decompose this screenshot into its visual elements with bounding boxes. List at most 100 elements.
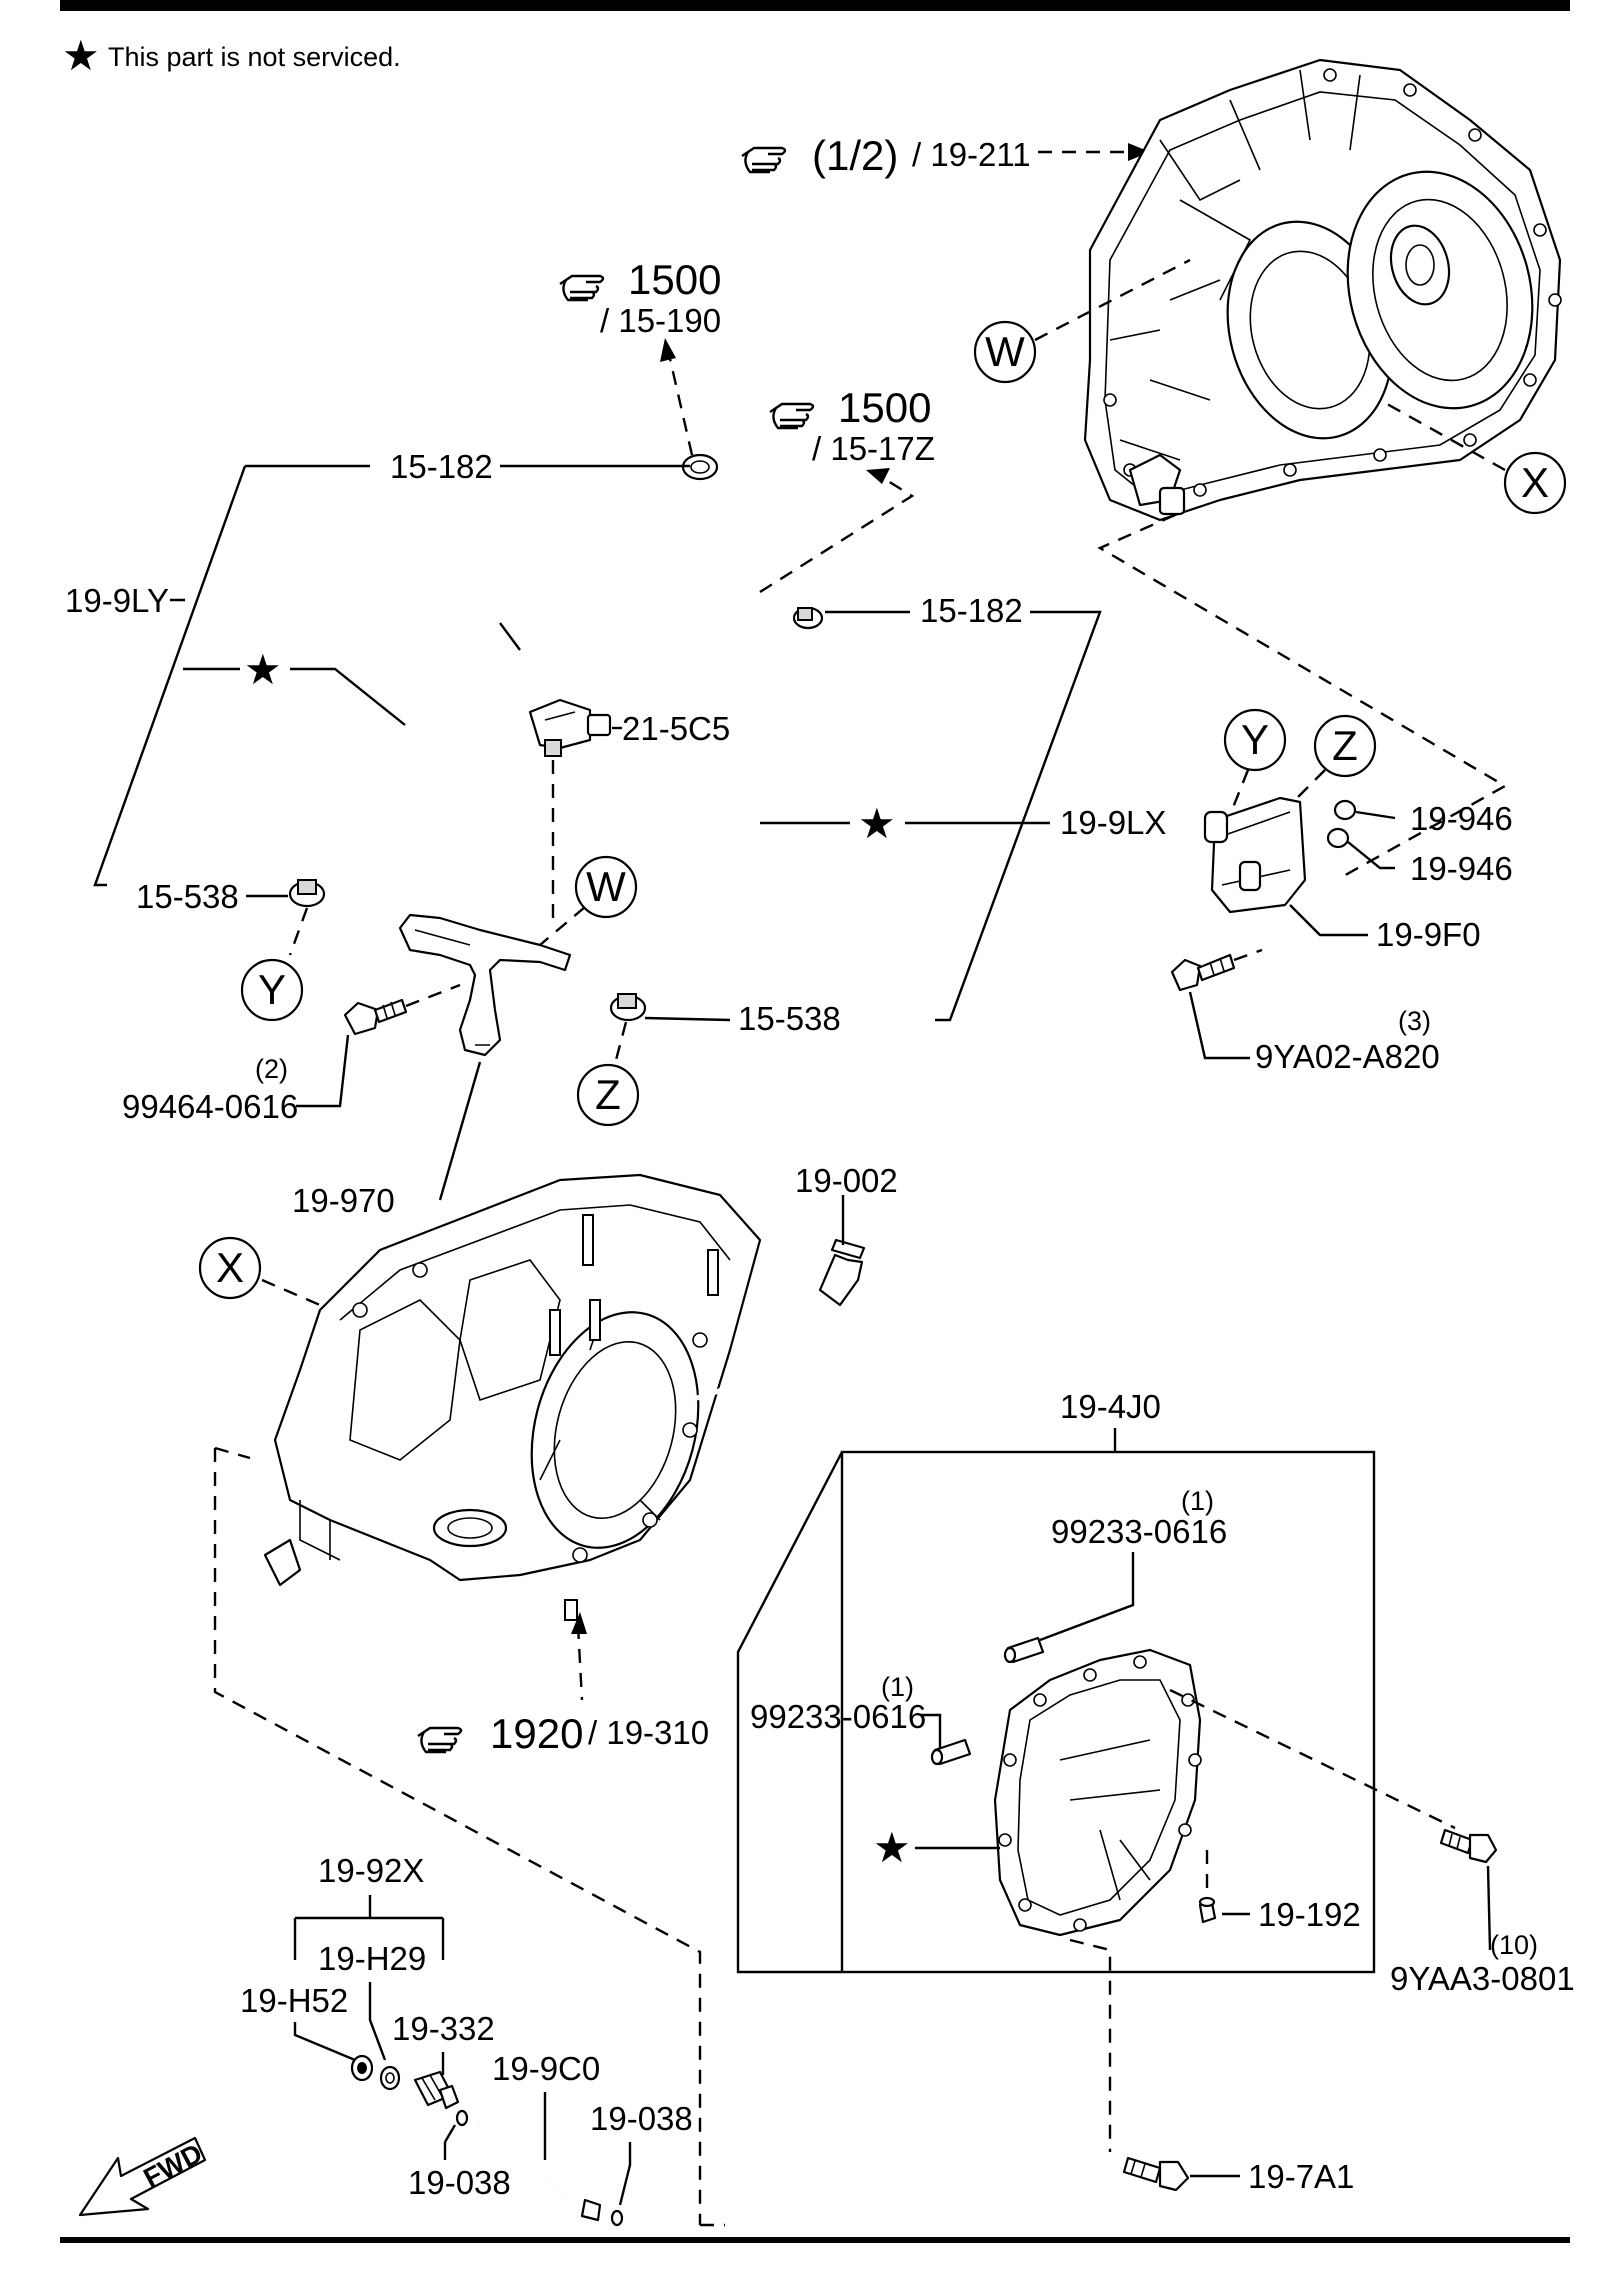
case-bolt-holes-lower (352, 1262, 708, 1563)
label-19-92x: 19-92X (318, 1852, 424, 1889)
reference-19-310[interactable]: 1920 / 19-310 (417, 1710, 709, 1757)
label-21-5c5: 21-5C5 (622, 710, 730, 747)
hose-19-9ly[interactable] (301, 459, 723, 891)
hose-19-9lx[interactable] (634, 617, 864, 996)
plug-19-192[interactable] (1198, 1896, 1217, 1924)
o-ring-19-946-b[interactable] (1326, 827, 1350, 849)
qty-9ya02: (3) (1398, 1006, 1431, 1036)
pointing-hand-icon (741, 146, 787, 174)
svg-text:W: W (985, 328, 1025, 375)
nut-19-h52[interactable] (350, 2054, 374, 2082)
svg-text:Y: Y (1241, 716, 1269, 763)
bracket-19-970[interactable] (398, 913, 572, 1057)
o-ring-19-038-b[interactable] (610, 2209, 624, 2227)
bolt-99464-0616[interactable] (343, 998, 408, 1036)
svg-text:Z: Z (1332, 722, 1358, 769)
sensor-21-5c5[interactable] (528, 698, 612, 757)
label-19-9lx: 19-9LX (1060, 804, 1166, 841)
label-99464-0616: 99464-0616 (122, 1088, 298, 1125)
label-19-038-b: 19-038 (590, 2100, 693, 2137)
label-19-9c0: 19-9C0 (492, 2050, 600, 2087)
hose-clamp-15-538-left[interactable] (288, 879, 326, 908)
case-bolt-holes (1103, 68, 1562, 497)
label-9yaa3-0801: 9YAA3-0801 (1390, 1960, 1575, 1997)
circle-x-upper[interactable]: X (1503, 451, 1567, 515)
hose-clamp-15-538-middle[interactable] (609, 993, 647, 1022)
qty-99233-b: (1) (881, 1672, 914, 1702)
circle-x-lower[interactable]: X (198, 1236, 262, 1300)
svg-text:(1/2): (1/2) (812, 132, 898, 179)
label-9ya02-a820: 9YA02-A820 (1255, 1038, 1440, 1075)
star-icon: ★ (62, 32, 100, 79)
sensor-19-332[interactable] (413, 2070, 460, 2110)
not-serviced-note: This part is not serviced. (108, 42, 401, 72)
label-19-946-a: 19-946 (1410, 800, 1513, 837)
transaxle-case-lower[interactable] (263, 1173, 762, 1621)
fwd-arrow-icon: FWD (78, 2136, 207, 2217)
circle-y-left[interactable]: Y (240, 958, 304, 1022)
label-19-038-a: 19-038 (408, 2164, 511, 2201)
label-19-192: 19-192 (1258, 1896, 1361, 1933)
qty-99233-a: (1) (1181, 1486, 1214, 1516)
circle-y-right[interactable]: Y (1223, 708, 1287, 772)
svg-text:/ 15-17Z: / 15-17Z (812, 430, 935, 467)
bolt-9yaa3-0801[interactable] (1439, 1828, 1498, 1864)
o-ring-19-946-a[interactable] (1333, 799, 1357, 821)
circle-w-upper[interactable]: W (973, 320, 1037, 384)
case-studs (549, 1214, 719, 1621)
dowel-pin-99233-0616-a[interactable] (1003, 1636, 1045, 1664)
star-icon: ★ (873, 1824, 911, 1871)
reference-15-17z[interactable]: 1500 / 15-17Z (769, 384, 935, 467)
pointing-hand-icon (417, 1726, 463, 1754)
transaxle-case-upper[interactable] (1083, 58, 1562, 522)
label-19-946-b: 19-946 (1410, 850, 1513, 887)
pointing-hand-icon (559, 274, 605, 302)
svg-text:1500: 1500 (628, 256, 721, 303)
label-15-538-middle: 15-538 (738, 1000, 841, 1037)
star-icon: ★ (244, 646, 282, 693)
label-15-182-middle: 15-182 (920, 592, 1023, 629)
hose-clamp-15-182-middle[interactable] (792, 606, 824, 630)
panel-19-4j0 (840, 1450, 1376, 1974)
reference-15-190[interactable]: 1500 / 15-190 (559, 256, 721, 339)
circle-z-right[interactable]: Z (1313, 714, 1377, 778)
pointing-hand-icon (769, 402, 815, 430)
label-19-4j0: 19-4J0 (1060, 1388, 1161, 1425)
bolt-19-7a1[interactable] (1122, 2156, 1190, 2192)
label-19-332: 19-332 (392, 2010, 495, 2047)
cover-bolt-holes (998, 1655, 1202, 1932)
label-19-9f0: 19-9F0 (1376, 916, 1481, 953)
svg-text:/ 19-211: / 19-211 (912, 136, 1031, 173)
oil-cooler-19-9f0[interactable] (1203, 796, 1307, 914)
label-15-538-left: 15-538 (136, 878, 239, 915)
washer-19-h29[interactable] (379, 2065, 401, 2091)
qty-99464: (2) (255, 1054, 288, 1084)
label-19-9ly: 19-9LY (65, 582, 169, 619)
dowel-pin-99233-0616-b[interactable] (930, 1738, 972, 1766)
pipe-19-9c0[interactable] (477, 2123, 602, 2222)
reference-19-211[interactable]: (1/2) / 19-211 (741, 132, 1031, 179)
bolt-9ya02-a820[interactable] (1170, 953, 1236, 992)
top-border (60, 0, 1570, 11)
label-19-7a1: 19-7A1 (1248, 2158, 1354, 2195)
side-cover-19-4j0[interactable] (993, 1648, 1202, 1937)
svg-text:1500: 1500 (838, 384, 931, 431)
harness-19-002[interactable] (689, 1238, 866, 1403)
svg-text:/ 15-190: / 15-190 (600, 302, 721, 339)
svg-text:Z: Z (595, 1071, 621, 1118)
circle-w-lower[interactable]: W (574, 855, 638, 919)
svg-text:Y: Y (258, 966, 286, 1013)
circle-z-middle[interactable]: Z (576, 1063, 640, 1127)
label-19-970: 19-970 (292, 1182, 395, 1219)
star-icon: ★ (858, 800, 896, 847)
label-19-h52: 19-H52 (240, 1982, 348, 2019)
svg-text:/ 19-310: / 19-310 (588, 1714, 709, 1751)
svg-text:FWD: FWD (139, 2138, 207, 2193)
label-19-002: 19-002 (795, 1162, 898, 1199)
label-99233-0616-a: 99233-0616 (1051, 1513, 1227, 1550)
svg-text:X: X (1521, 459, 1549, 506)
label-15-182-left: 15-182 (390, 448, 493, 485)
label-19-h29: 19-H29 (318, 1940, 426, 1977)
o-ring-19-038-a[interactable] (455, 2109, 469, 2127)
bottom-border (60, 2237, 1570, 2243)
